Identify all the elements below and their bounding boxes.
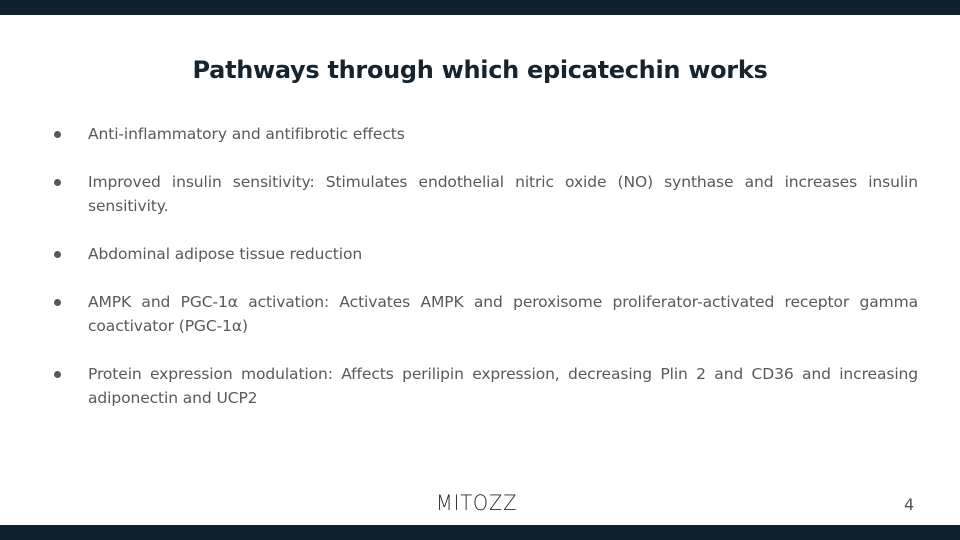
bullet-item: Anti-inflammatory and antifibrotic effec… bbox=[48, 122, 918, 146]
page-number: 4 bbox=[904, 495, 915, 514]
bullet-text: Abdominal adipose tissue reduction bbox=[88, 245, 363, 263]
bullet-dot-icon bbox=[54, 299, 61, 306]
bullet-dot-icon bbox=[54, 179, 61, 186]
brand-logo: MITOZZ bbox=[436, 491, 518, 515]
bullet-dot-icon bbox=[54, 371, 61, 378]
bullet-item: AMPK and PGC-1α activation: Activates AM… bbox=[48, 290, 918, 338]
slide-title: Pathways through which epicatechin works bbox=[192, 56, 768, 84]
bullet-text: Protein expression modulation: Affects p… bbox=[88, 365, 918, 407]
bullet-text: AMPK and PGC-1α activation: Activates AM… bbox=[88, 293, 918, 335]
bullet-item: Improved insulin sensitivity: Stimulates… bbox=[48, 170, 918, 218]
bullet-item: Protein expression modulation: Affects p… bbox=[48, 362, 918, 410]
bullet-dot-icon bbox=[54, 251, 61, 258]
bullet-text: Anti-inflammatory and antifibrotic effec… bbox=[88, 125, 405, 143]
bottom-decorative-bar bbox=[0, 525, 960, 540]
bullet-text: Improved insulin sensitivity: Stimulates… bbox=[88, 173, 918, 215]
bullet-item: Abdominal adipose tissue reduction bbox=[48, 242, 918, 266]
bullet-list: Anti-inflammatory and antifibrotic effec… bbox=[48, 122, 918, 410]
top-decorative-bar bbox=[0, 0, 960, 15]
bullet-dot-icon bbox=[54, 131, 61, 138]
